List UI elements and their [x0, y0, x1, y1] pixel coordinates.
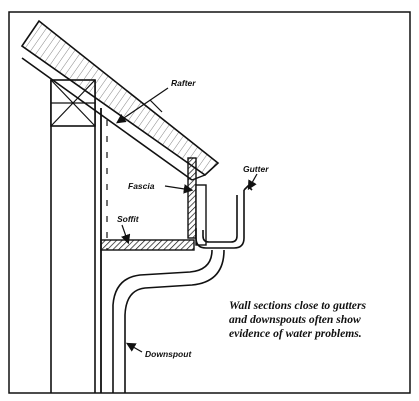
- caption-line-2: and downspouts often show: [229, 313, 361, 326]
- figure-border: [8, 11, 411, 394]
- downspout: [112, 249, 225, 393]
- caption-line-1: Wall sections close to gutters: [229, 299, 366, 312]
- label-downspout: Downspout: [145, 349, 192, 359]
- label-arrows: [116, 87, 258, 353]
- label-fascia: Fascia: [128, 181, 155, 191]
- rafter-pointer-tick: [149, 99, 163, 113]
- fascia-board: [187, 157, 207, 246]
- roof-rafter: [20, 19, 220, 181]
- chimney-column: [50, 79, 96, 393]
- label-gutter: Gutter: [243, 164, 269, 174]
- label-rafter: Rafter: [171, 78, 196, 88]
- soffit-board: [100, 239, 195, 251]
- caption-line-3: evidence of water problems.: [229, 327, 362, 340]
- label-soffit: Soffit: [117, 214, 140, 224]
